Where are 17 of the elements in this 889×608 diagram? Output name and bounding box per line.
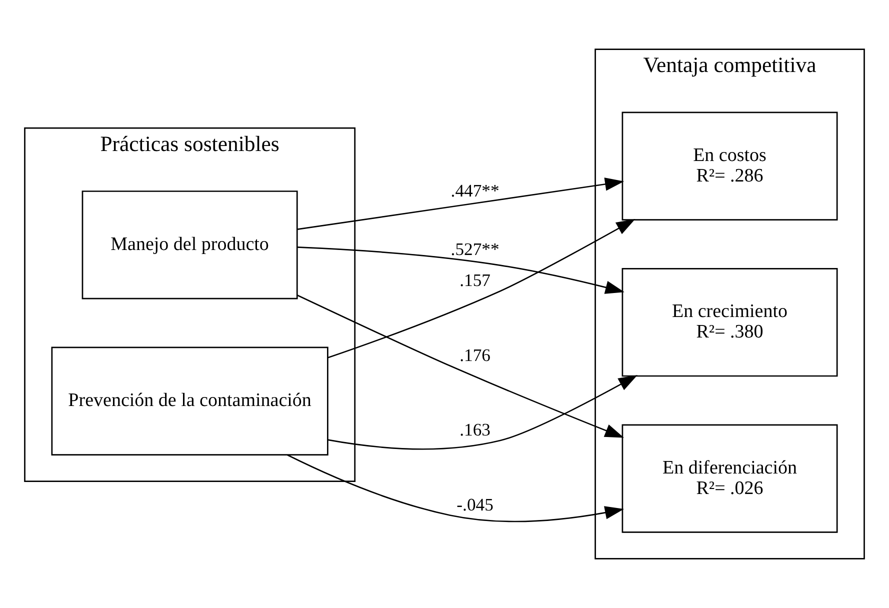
- arrow: [287, 454, 624, 522]
- arrow: [297, 246, 624, 294]
- edge-label: .176: [460, 344, 490, 365]
- edge-label: .447**: [450, 180, 500, 201]
- node-box: Manejo del producto: [82, 190, 298, 300]
- edge-label: .527**: [450, 238, 500, 259]
- edge-label: -.045: [456, 494, 494, 514]
- edge-label: .163: [460, 420, 490, 440]
- arrow: [328, 375, 638, 450]
- node-box: En costos R²= .286: [622, 112, 838, 220]
- arrow: [297, 178, 624, 230]
- node-box: En crecimiento R²= .380: [622, 268, 838, 377]
- node-box: En diferenciación R²= .026: [622, 424, 838, 533]
- edge-label: .157: [460, 270, 490, 290]
- node-box: Prevención de la contaminación: [51, 346, 328, 456]
- arrow: [328, 219, 636, 358]
- arrow: [297, 294, 624, 438]
